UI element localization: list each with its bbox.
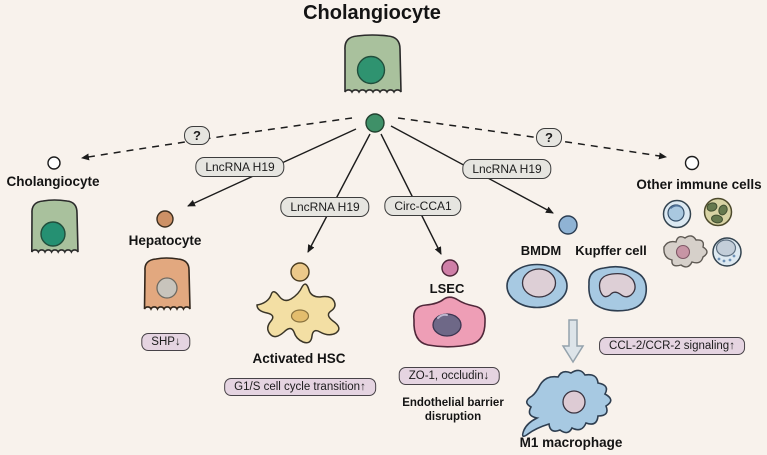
label-hepatocyte: Hepatocyte	[128, 233, 202, 248]
differentiation-arrow	[561, 319, 585, 364]
label-cholangiocyte-recipient: Cholangiocyte	[6, 174, 100, 189]
immune-cell-dendritic	[663, 235, 708, 268]
figure-title: Cholangiocyte	[303, 2, 441, 24]
label-activated-hsc: Activated HSC	[252, 351, 346, 366]
mediator-h19-center: LncRNA H19	[280, 197, 370, 217]
arrow-to-hsc	[307, 133, 371, 253]
kupffer-cell	[588, 265, 648, 312]
vesicle-hepatocyte	[156, 210, 174, 228]
vesicle-white-left	[47, 156, 61, 170]
label-kupffer: Kupffer cell	[575, 243, 647, 258]
exosome-vesicle	[365, 113, 385, 133]
vesicle-lsec	[441, 259, 459, 277]
question-tag-right: ?	[536, 128, 562, 147]
mediator-h19-right: LncRNA H19	[462, 159, 552, 179]
effect-shp: SHP↓	[141, 333, 191, 351]
bmdm-cell	[506, 263, 568, 309]
mediator-circ-cca1: Circ-CCA1	[384, 196, 462, 216]
vesicle-macrophage	[558, 215, 578, 235]
arrow-to-lsec	[380, 133, 442, 255]
lsec-cell	[412, 296, 486, 348]
mediator-h19-left: LncRNA H19	[195, 157, 285, 177]
label-m1-macrophage: M1 macrophage	[519, 435, 623, 450]
immune-cell-lymphocyte	[662, 199, 692, 229]
label-other-immune-cells: Other immune cells	[636, 177, 762, 192]
effect-g1s-transition: G1/S cell cycle transition↑	[224, 378, 376, 396]
recipient-cholangiocyte-cell	[31, 199, 79, 254]
immune-cell-monocyte	[712, 237, 742, 267]
cholangiocyte-cell	[344, 34, 402, 96]
activated-hsc-cell	[256, 283, 340, 344]
hepatocyte-cell	[143, 257, 191, 311]
m1-macrophage-cell	[521, 369, 612, 438]
effect-zo1-occludin: ZO-1, occludin↓	[398, 367, 500, 385]
vesicle-white-right	[684, 155, 700, 171]
question-tag-left: ?	[184, 126, 210, 145]
label-lsec: LSEC	[429, 281, 465, 296]
immune-cell-neutrophil	[703, 197, 733, 227]
label-endothelial-barrier-disruption: Endothelial barrier disruption	[402, 397, 504, 423]
vesicle-hsc	[290, 262, 310, 282]
dashed-arrow-left	[81, 117, 353, 161]
dashed-arrow-right	[397, 117, 667, 160]
label-bmdm: BMDM	[520, 243, 562, 258]
effect-ccl2-ccr2: CCL-2/CCR-2 signaling↑	[599, 337, 745, 355]
